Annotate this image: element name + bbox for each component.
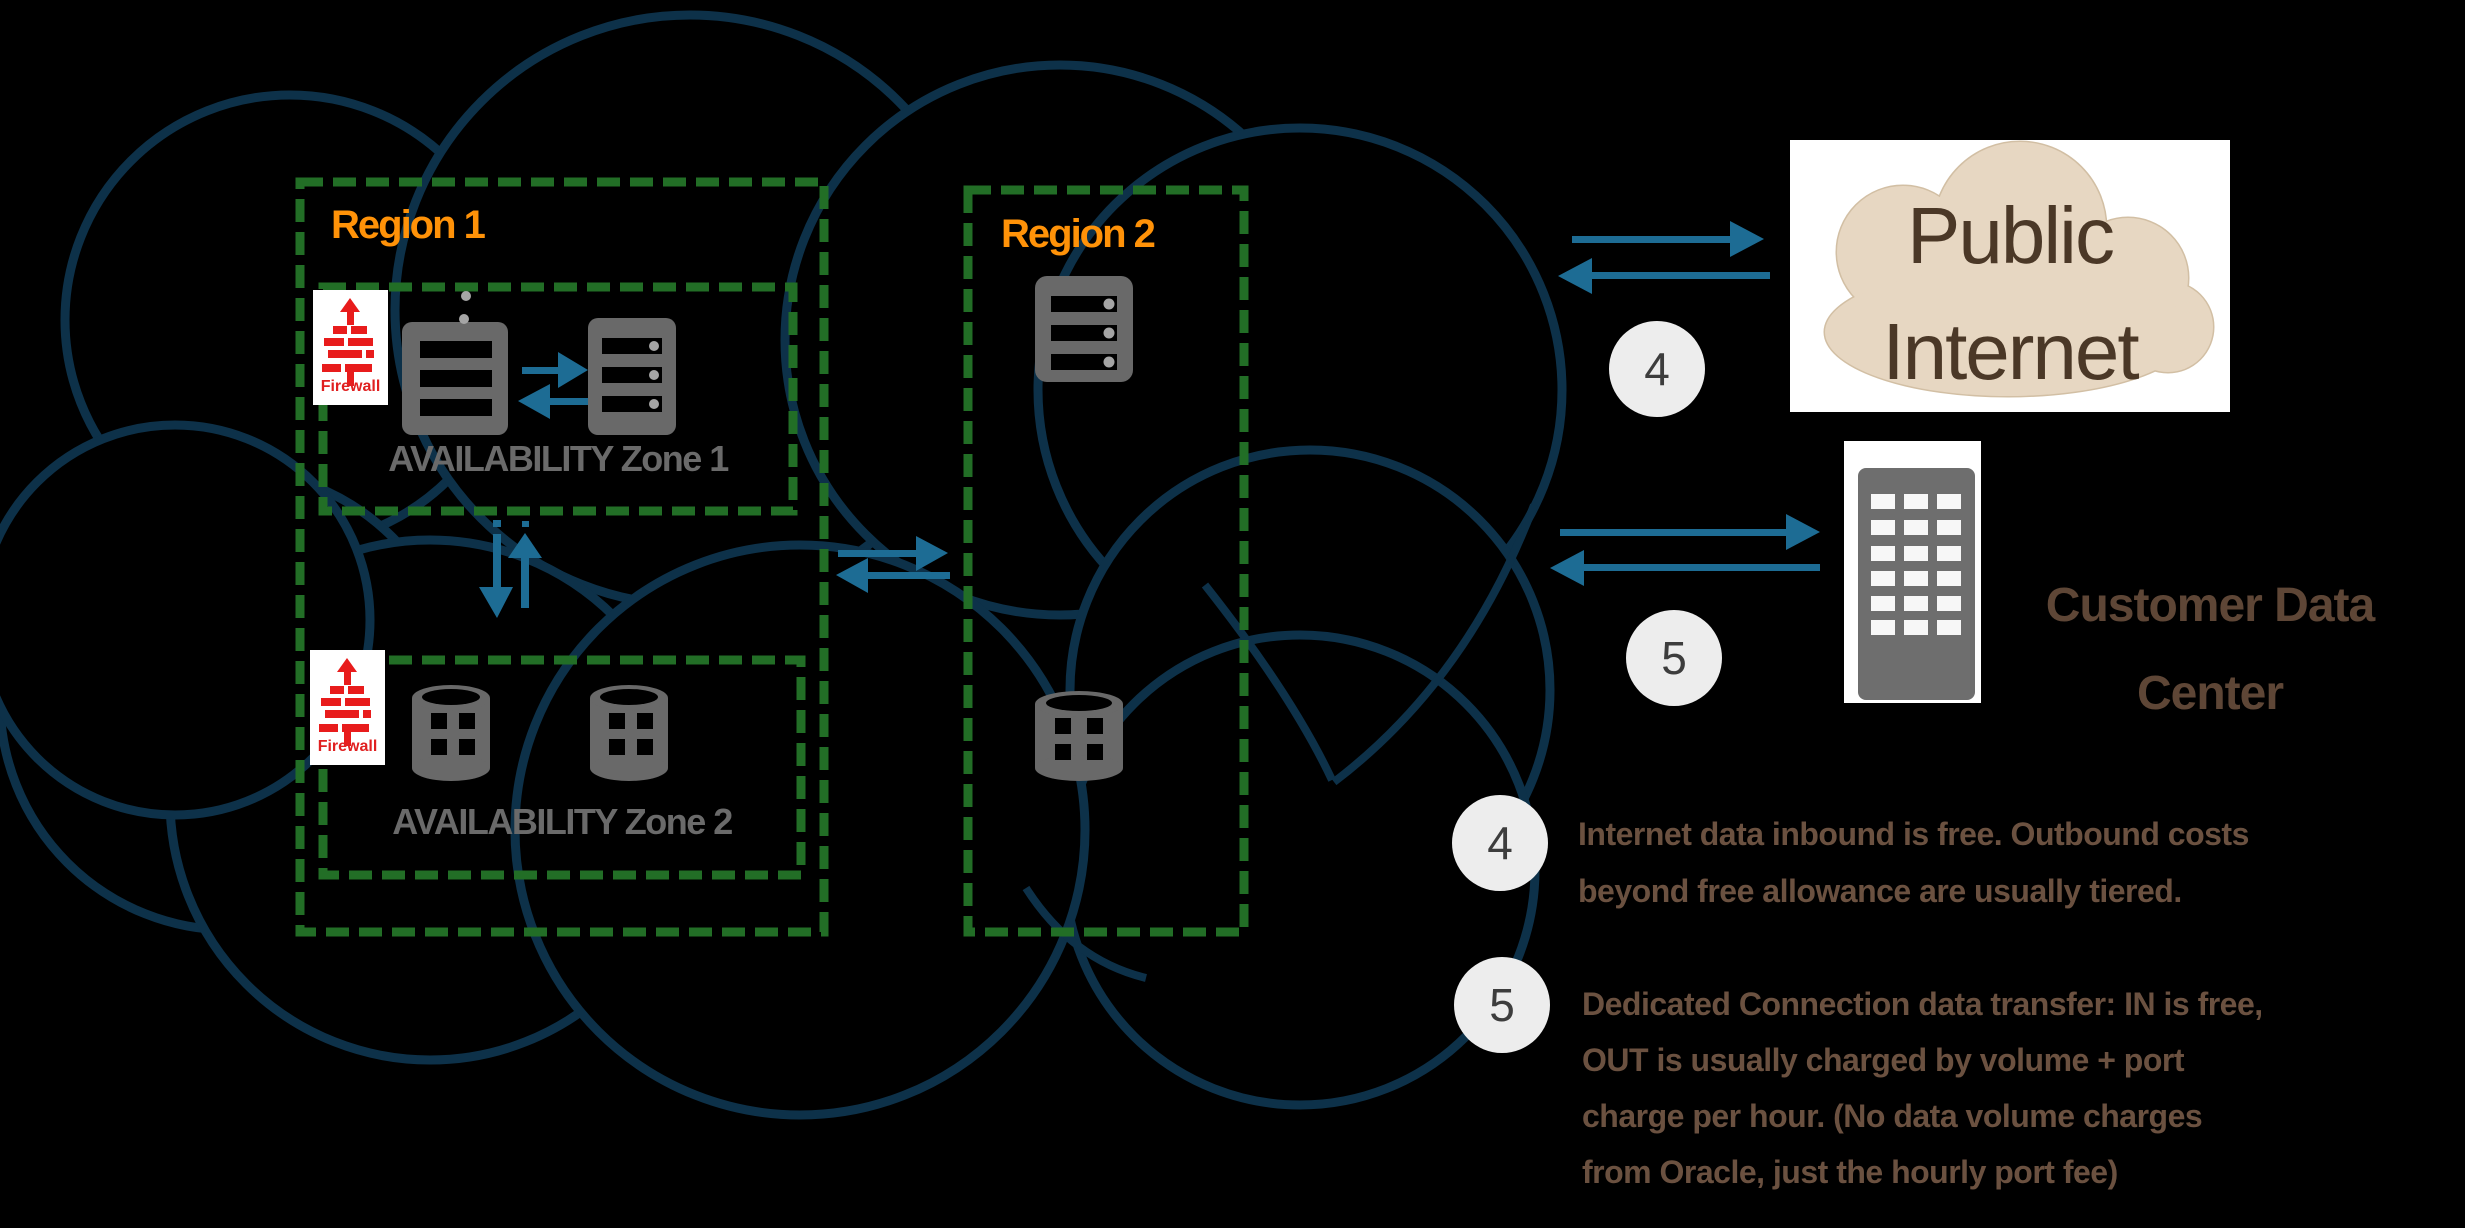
- database-icon: [590, 685, 668, 781]
- customer-data-center-label: Customer Data Center: [2010, 562, 2410, 738]
- building-icon: [1844, 441, 1981, 703]
- region2-label: Region 2: [1001, 212, 1156, 256]
- arrow-left-icon: [1558, 258, 1770, 294]
- callout-4-badge: 4: [1609, 321, 1705, 417]
- annotation-5-line4: from Oracle, just the hourly port fee): [1582, 1154, 2118, 1190]
- public-internet-line1: Public: [1907, 191, 2115, 280]
- arrow-up-icon: [508, 521, 542, 608]
- database-icon: [1035, 691, 1123, 781]
- public-internet-line2: Internet: [1882, 307, 2139, 396]
- arrow-right-icon: [1572, 221, 1764, 257]
- cdc-line1: Customer Data: [2045, 579, 2375, 632]
- arrow-down-icon: [479, 520, 513, 618]
- az1-label: AVAILABILITY Zone 1: [388, 438, 729, 479]
- region2-boundary: [963, 185, 1249, 937]
- firewall-label: Firewall: [320, 378, 381, 395]
- annotation-5-badge: 5: [1454, 957, 1550, 1053]
- region1-label: Region 1: [331, 203, 486, 247]
- public-internet-cloud-icon: [1790, 140, 2230, 412]
- callout-5-badge: 5: [1626, 610, 1722, 706]
- annotation-5-line3: charge per hour. (No data volume charges: [1582, 1098, 2203, 1134]
- annotation-4-line1: Internet data inbound is free. Outbound …: [1578, 816, 2249, 852]
- server-icon: [1035, 276, 1133, 382]
- annotation-5-line1: Dedicated Connection data transfer: IN i…: [1582, 986, 2263, 1022]
- public-internet-label: Public Internet: [1790, 178, 2230, 410]
- server-icon: [402, 291, 508, 435]
- arrow-right-icon: [522, 352, 588, 388]
- server-icon: [588, 318, 676, 435]
- region1-boundary: [295, 177, 829, 937]
- az2-label: AVAILABILITY Zone 2: [392, 801, 733, 842]
- arrow-right-icon: [1560, 514, 1820, 550]
- annotation-5-line2: OUT is usually charged by volume + port: [1582, 1042, 2184, 1078]
- database-icon: [412, 685, 490, 781]
- firewall-icon: [310, 650, 385, 765]
- arrow-right-icon: [838, 536, 948, 571]
- annotation-4-badge: 4: [1452, 795, 1548, 891]
- arrow-left-icon: [836, 558, 950, 593]
- annotation-4-line2: beyond free allowance are usually tiered…: [1578, 873, 2182, 909]
- firewall-label: Firewall: [317, 738, 378, 755]
- cdc-line2: Center: [2136, 667, 2284, 720]
- firewall-icon: [313, 290, 388, 405]
- arrow-left-icon: [518, 384, 588, 419]
- annotation-5-text: Dedicated Connection data transfer: IN i…: [1582, 976, 2263, 1200]
- az2-boundary: [318, 655, 806, 880]
- annotation-4-text: Internet data inbound is free. Outbound …: [1578, 806, 2249, 920]
- arrow-left-icon: [1550, 550, 1820, 586]
